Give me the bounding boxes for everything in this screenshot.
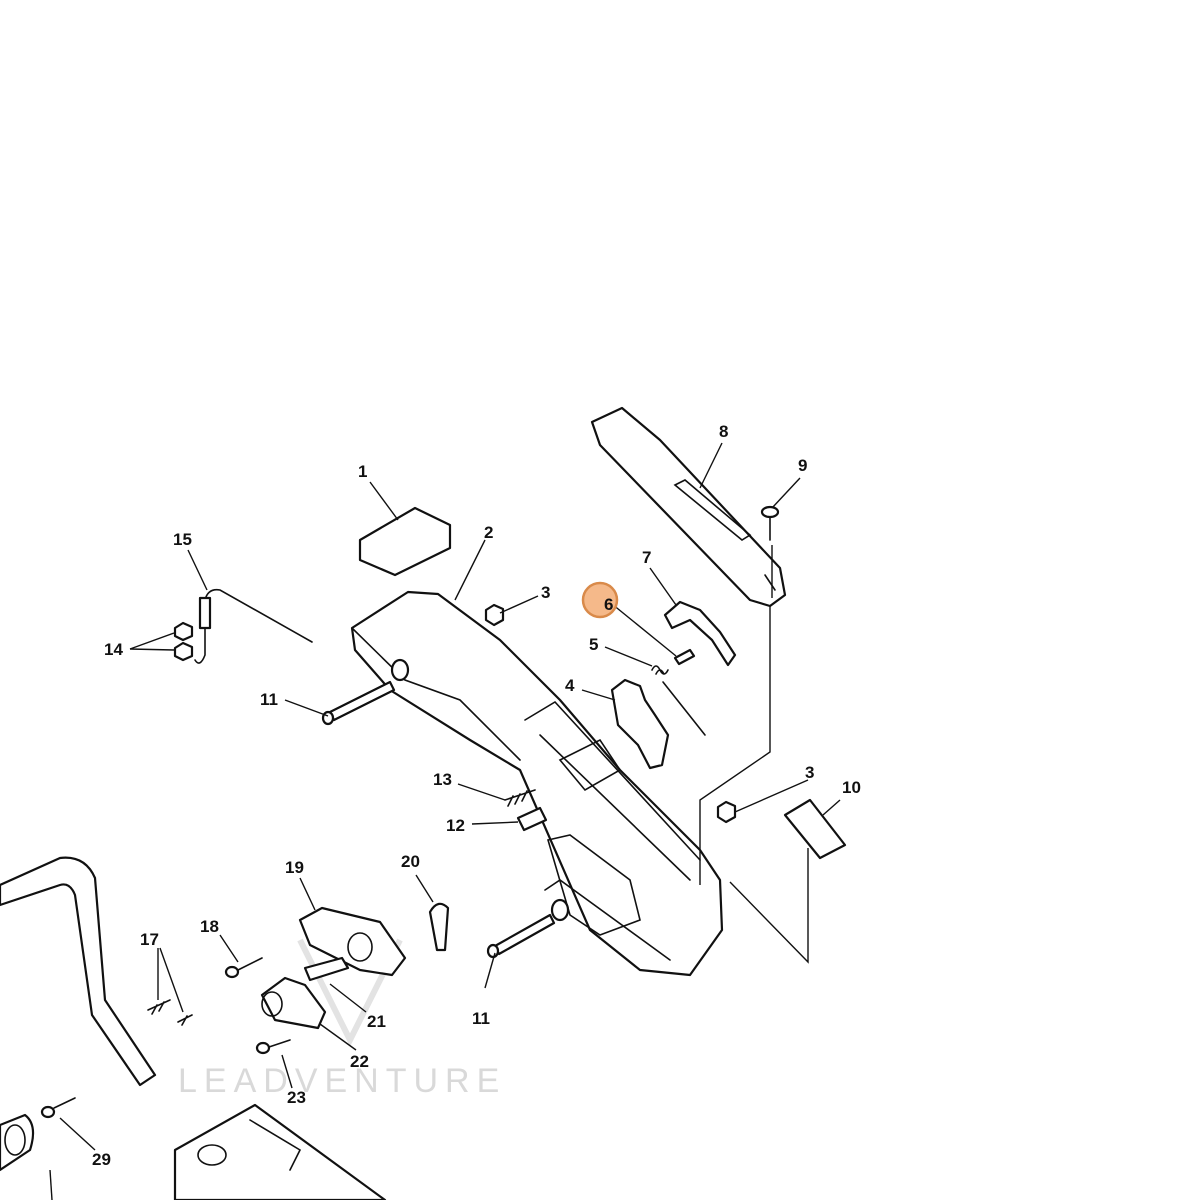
- partial-wheel: [0, 1113, 35, 1172]
- part-12-fitting[interactable]: [516, 806, 548, 832]
- callout-18[interactable]: 18: [200, 917, 219, 936]
- callout-23[interactable]: 23: [287, 1088, 306, 1107]
- callout-14[interactable]: 14: [104, 640, 123, 659]
- callout-19[interactable]: 19: [285, 858, 304, 877]
- callout-5[interactable]: 5: [589, 635, 598, 654]
- part-29-bolt[interactable]: [40, 1097, 76, 1119]
- part-4-trigger-bracket[interactable]: [610, 678, 670, 770]
- part-2-handle-housing[interactable]: [350, 590, 724, 977]
- highlight-marker[interactable]: [581, 581, 619, 619]
- callout-12[interactable]: 12: [446, 816, 465, 835]
- callout-2[interactable]: 2: [484, 523, 493, 542]
- part-21-pin[interactable]: [303, 956, 350, 982]
- part-11-screw-lower[interactable]: [486, 913, 556, 959]
- callout-3-lower[interactable]: 3: [805, 763, 814, 782]
- callout-11-upper[interactable]: 11: [260, 690, 278, 709]
- part-3-nut-lower[interactable]: [716, 800, 737, 824]
- part-11-screw-upper[interactable]: [321, 680, 396, 726]
- callout-8[interactable]: 8: [719, 422, 728, 441]
- callout-labels: 1 2 3 3 4 5 6 7 8 9 10 11 11 12 13 14 15…: [92, 422, 861, 1169]
- callout-9[interactable]: 9: [798, 456, 807, 475]
- handlebar[interactable]: [0, 856, 157, 1087]
- part-3-nut-upper[interactable]: [484, 603, 505, 627]
- part-8-handle-cover[interactable]: [590, 406, 787, 608]
- callout-15[interactable]: 15: [173, 530, 192, 549]
- part-14-nuts[interactable]: [173, 621, 194, 662]
- callout-22[interactable]: 22: [350, 1052, 369, 1071]
- part-13-screw[interactable]: [504, 789, 536, 807]
- part-22-mount[interactable]: [260, 976, 327, 1030]
- part-6-pin[interactable]: [673, 648, 696, 666]
- part-17-screw-a[interactable]: [147, 999, 171, 1015]
- leader-lines: [49, 442, 841, 1200]
- callout-3-upper[interactable]: 3: [541, 583, 550, 602]
- part-7-trigger-lever[interactable]: [663, 600, 737, 667]
- part-19-bracket[interactable]: [298, 906, 407, 977]
- callout-7[interactable]: 7: [642, 548, 651, 567]
- callout-6[interactable]: 6: [604, 595, 613, 614]
- callout-11-lower[interactable]: 11: [472, 1009, 490, 1028]
- part-17-screw-b[interactable]: [177, 1014, 193, 1026]
- part-18-screw[interactable]: [224, 957, 263, 979]
- callout-1[interactable]: 1: [358, 462, 367, 481]
- partial-machine-body: [173, 1103, 387, 1200]
- part-1-label-plate[interactable]: [358, 506, 452, 577]
- callout-21[interactable]: 21: [367, 1012, 386, 1031]
- watermark-text: LEADVENTURE: [178, 1062, 506, 1100]
- part-10-label[interactable]: [783, 798, 847, 860]
- part-23-screw[interactable]: [255, 1039, 291, 1055]
- part-9-screw[interactable]: [760, 505, 780, 541]
- callout-10[interactable]: 10: [842, 778, 861, 797]
- callout-20[interactable]: 20: [401, 852, 420, 871]
- callout-4[interactable]: 4: [565, 676, 575, 695]
- callout-13[interactable]: 13: [433, 770, 452, 789]
- part-5-spring[interactable]: [651, 665, 669, 675]
- callout-17[interactable]: 17: [140, 930, 159, 949]
- part-20-clamp[interactable]: [428, 902, 450, 952]
- part-15-throttle-cable[interactable]: [194, 588, 313, 664]
- callout-29[interactable]: 29: [92, 1150, 111, 1169]
